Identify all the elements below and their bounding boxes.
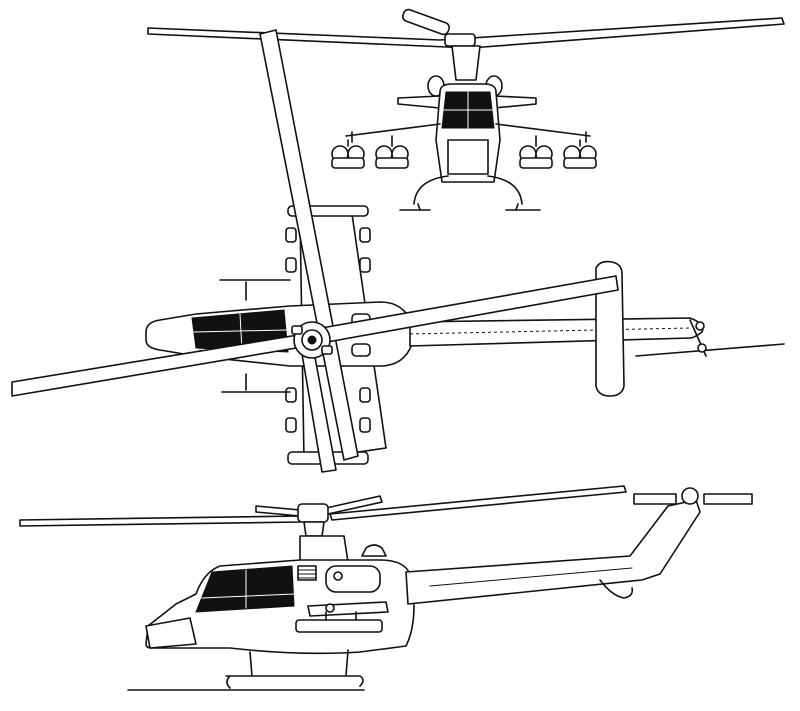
front-view — [147, 8, 785, 211]
side-mast — [303, 521, 325, 537]
side-access-panel — [325, 565, 381, 593]
front-rotor-hub-cap — [444, 33, 476, 47]
front-left-stub-wing — [397, 95, 441, 109]
side-tail-skid — [599, 579, 634, 599]
front-main-rotor-blade — [147, 17, 785, 49]
side-engine-cowling — [299, 535, 349, 563]
front-right-stub-wing — [493, 95, 537, 109]
side-exhaust — [361, 544, 387, 557]
side-main-rotor-blade-right — [329, 485, 627, 521]
side-weapon-pod — [295, 619, 383, 633]
front-mast — [451, 45, 481, 81]
front-right-weapon-pods — [519, 135, 597, 169]
front-rotor-hub — [402, 8, 450, 36]
side-tail-boom — [405, 499, 701, 605]
top-main-rotor-blade-1 — [259, 29, 359, 461]
side-rotor-hub — [297, 503, 329, 523]
side-view — [19, 485, 753, 691]
side-tail-rotor — [633, 493, 753, 505]
front-lower-wing — [345, 123, 591, 143]
front-landing-skids — [399, 175, 541, 211]
side-landing-skids — [127, 649, 365, 691]
top-right-intake — [351, 343, 371, 357]
top-tail-boom — [409, 317, 704, 347]
top-horizontal-stabilizer — [595, 260, 625, 397]
side-canopy — [195, 565, 295, 613]
side-main-rotor-blade-left — [19, 515, 301, 527]
side-nose — [145, 617, 197, 649]
front-left-weapon-pods — [331, 135, 409, 169]
front-chin-fairing — [447, 139, 489, 175]
top-rotor-hub — [291, 321, 333, 359]
top-skid-rails — [219, 279, 291, 393]
top-view — [11, 29, 785, 473]
